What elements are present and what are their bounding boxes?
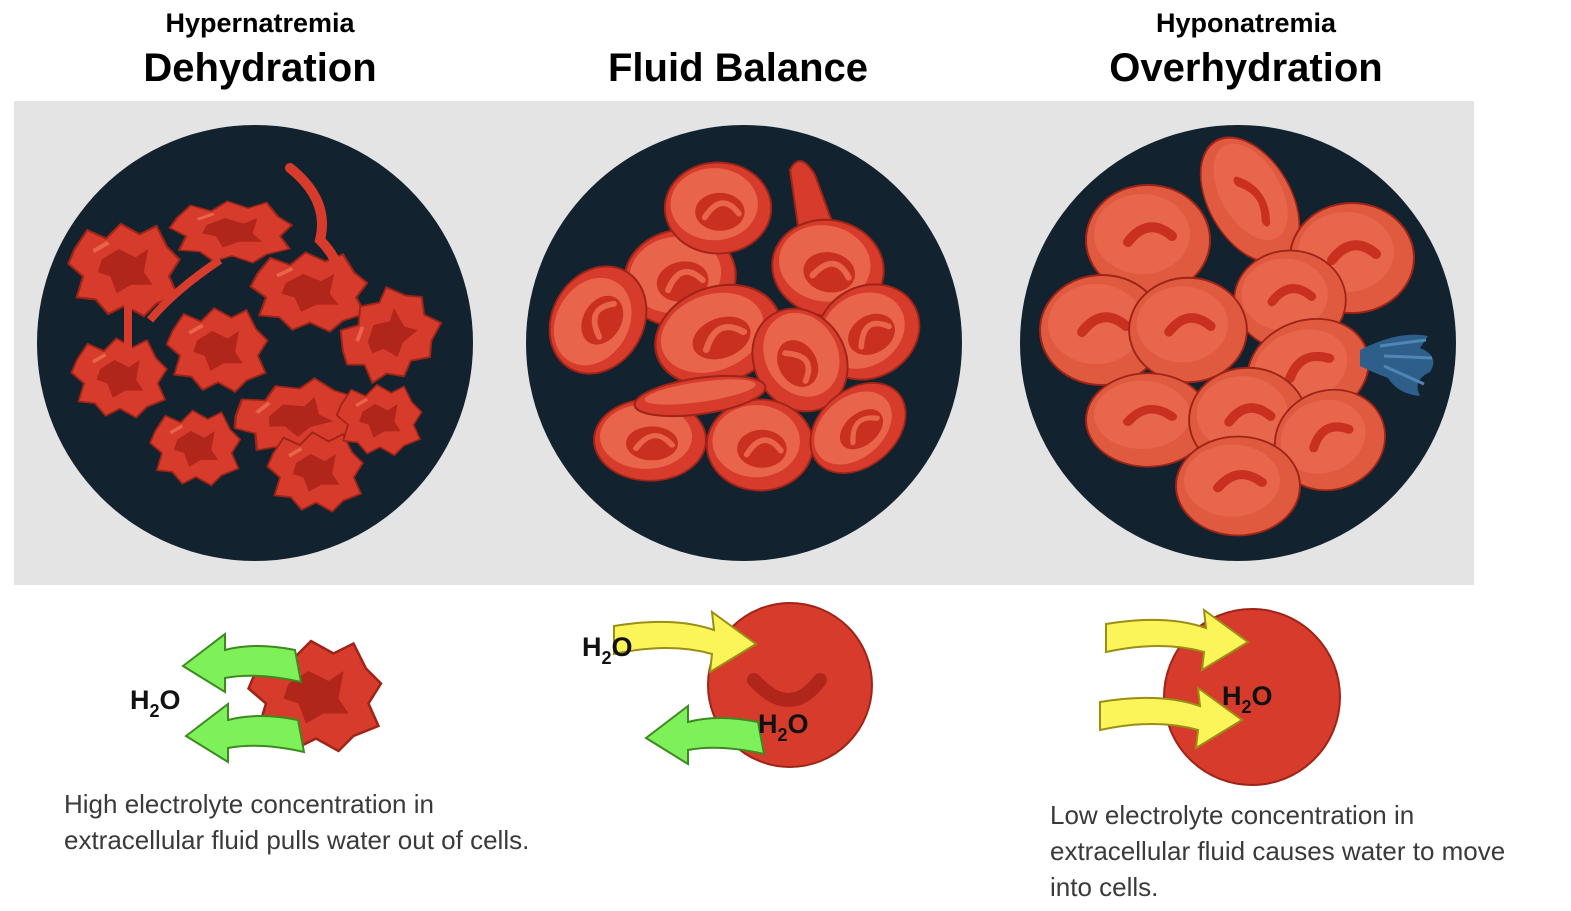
overhydration-description: Low electrolyte concentration in extrace… [1050,800,1506,902]
dehydration-circle [37,125,473,561]
dehydration-subtitle: Hypernatremia [165,8,355,38]
balance-water-out-label: H2O [758,709,809,745]
shrunken-cells [68,163,457,514]
normal-cells [531,161,937,492]
overhydration-circle [1020,120,1456,561]
dehydration-cell-diagram [182,633,381,763]
dehydration-title: Dehydration [143,46,377,90]
fluid-balance-title: Fluid Balance [607,46,869,90]
dehydration-water-label: H2O [130,685,181,721]
overhydration-subtitle: Hyponatremia [1155,8,1337,38]
balance-water-in-label: H2O [582,632,633,668]
overhydration-cell-diagram [1099,608,1341,786]
fluid-balance-circle [526,125,962,561]
water-leak [1360,334,1434,396]
overhydration-title: Overhydration [1109,46,1383,90]
dehydration-description: High electrolyte concentration in extrac… [64,789,530,855]
balance-cell-diagram [613,602,873,768]
overhydration-water-label: H2O [1222,681,1273,717]
